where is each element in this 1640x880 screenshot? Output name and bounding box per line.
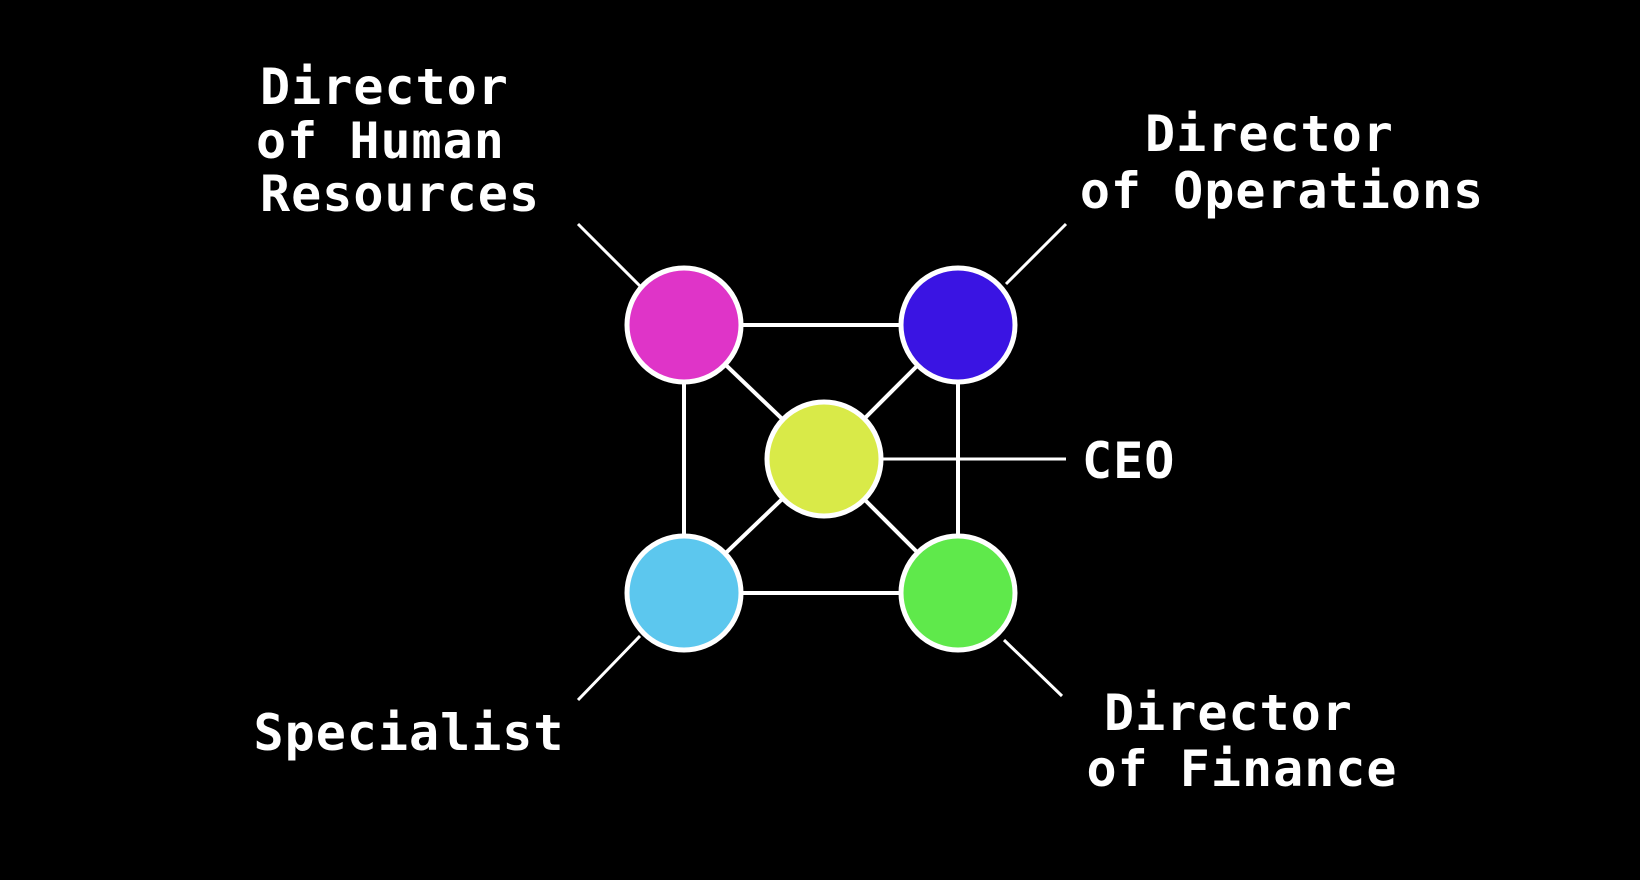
leader-lines: [576, 222, 1068, 702]
label-ceo-line-1: CEO: [1082, 432, 1175, 490]
node-director-finance: [898, 533, 1018, 653]
leader-line-specialist: [576, 634, 642, 702]
leader-line-ops: [1004, 222, 1068, 286]
node-director-operations: [898, 265, 1018, 385]
label-finance-line-2: of Finance: [1086, 740, 1397, 798]
label-director-operations: Director of Operations: [1080, 105, 1484, 220]
label-specialist-line-1: Specialist: [253, 704, 564, 762]
label-specialist: Specialist: [253, 704, 564, 762]
label-finance-line-1: Director: [1104, 684, 1353, 742]
label-hr-line-1: Director: [260, 58, 509, 116]
node-specialist: [624, 533, 744, 653]
label-ceo: CEO: [1082, 432, 1175, 490]
labels-layer: Director of Human Resources Director of …: [253, 58, 1484, 798]
label-ops-line-1: Director: [1145, 105, 1394, 163]
label-director-finance: Director of Finance: [1086, 684, 1397, 798]
node-ceo: [764, 399, 884, 519]
label-hr-line-2: of Human: [256, 112, 505, 170]
leader-line-hr: [576, 222, 642, 288]
label-director-human-resources: Director of Human Resources: [256, 58, 540, 223]
leader-line-finance: [1002, 638, 1064, 698]
label-ops-line-2: of Operations: [1080, 162, 1484, 220]
nodes-layer: [624, 265, 1018, 653]
node-director-human-resources: [624, 265, 744, 385]
label-hr-line-3: Resources: [260, 165, 540, 223]
